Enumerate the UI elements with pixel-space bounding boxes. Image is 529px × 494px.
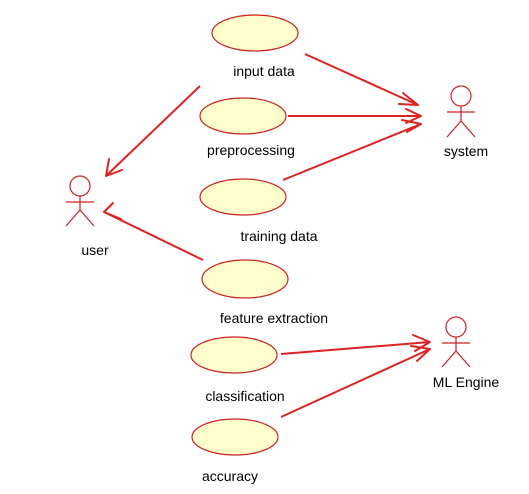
label-actor-ml-engine: ML Engine — [433, 374, 500, 390]
label-preprocessing: preprocessing — [207, 142, 295, 158]
actor-system-head — [450, 85, 472, 107]
actor-ml-engine-head — [445, 316, 467, 338]
actor-user-head — [69, 175, 91, 197]
label-actor-system: system — [444, 143, 488, 159]
arrowhead-user-from-input-data — [105, 158, 123, 177]
actor-user-leg-right — [79, 209, 95, 227]
actor-ml-engine-leg-right — [455, 350, 471, 368]
label-feature-extraction: feature extraction — [220, 310, 328, 326]
assoc-feature-extraction-user — [103, 211, 204, 261]
actor-user-leg-left — [65, 209, 81, 227]
label-accuracy: accuracy — [202, 468, 258, 484]
label-classification: classification — [205, 388, 284, 404]
label-training-data: training data — [240, 228, 317, 244]
arrowhead-training-data-system — [401, 119, 422, 133]
actor-user[interactable] — [65, 175, 95, 227]
actor-ml-engine[interactable] — [441, 316, 471, 368]
assoc-accuracy-ml-engine — [280, 348, 431, 418]
usecase-training-data[interactable] — [199, 178, 287, 216]
usecase-feature-extraction[interactable] — [201, 259, 289, 299]
arrowhead-user-from-feature-extraction — [103, 202, 122, 220]
usecase-input-data[interactable] — [211, 14, 299, 52]
actor-ml-engine-leg-left — [441, 350, 457, 368]
assoc-training-data-system — [282, 123, 422, 181]
assoc-input-data-user — [105, 85, 201, 177]
assoc-classification-ml-engine — [280, 341, 431, 355]
actor-system-leg-right — [460, 120, 476, 138]
actor-system-leg-left — [446, 120, 462, 138]
arrowhead-accuracy-ml-engine — [410, 345, 431, 362]
label-input-data: input data — [233, 63, 295, 79]
label-actor-user: user — [81, 242, 109, 258]
assoc-input-data-system — [304, 53, 419, 106]
arrowhead-input-data-system — [398, 92, 419, 106]
usecase-preprocessing[interactable] — [199, 97, 287, 135]
actor-system[interactable] — [446, 85, 476, 138]
usecase-classification[interactable] — [190, 336, 278, 374]
usecase-accuracy[interactable] — [191, 418, 279, 456]
arrowhead-preprocessing-system — [405, 108, 422, 124]
